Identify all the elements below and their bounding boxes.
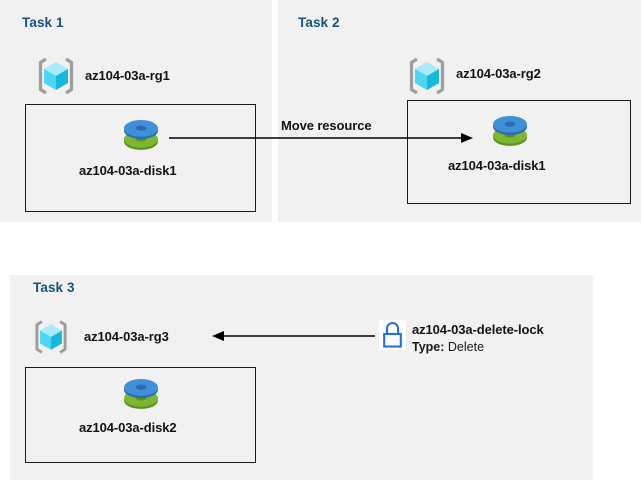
lock-type-label: Type: Delete xyxy=(412,340,484,354)
task-2-resource-box xyxy=(407,100,631,204)
task-3-title: Task 3 xyxy=(33,280,75,295)
resource-group-cube-icon xyxy=(31,317,71,357)
task-3-resource-box xyxy=(25,367,256,463)
task-1-resource-box xyxy=(25,104,256,212)
task-1-panel xyxy=(0,0,272,222)
lock-type-key: Type: xyxy=(412,340,445,354)
managed-disk-icon xyxy=(120,116,162,158)
task-1-resource-group-label: az104-03a-rg1 xyxy=(85,68,170,83)
task-3-resource-group-label: az104-03a-rg3 xyxy=(84,329,169,344)
lock-name-label: az104-03a-delete-lock xyxy=(412,322,544,337)
task-3-resource-label: az104-03a-disk2 xyxy=(79,420,177,435)
move-resource-edge-label: Move resource xyxy=(281,118,372,133)
task-1-resource-label: az104-03a-disk1 xyxy=(79,163,177,178)
task-1-title: Task 1 xyxy=(22,15,64,30)
resource-group-cube-icon xyxy=(34,54,78,98)
lock-type-value: Delete xyxy=(447,340,485,354)
padlock-icon xyxy=(379,320,406,350)
task-2-title: Task 2 xyxy=(298,15,340,30)
managed-disk-icon xyxy=(489,112,531,154)
task-2-resource-group-label: az104-03a-rg2 xyxy=(456,66,541,81)
task-2-panel xyxy=(278,0,641,222)
managed-disk-icon xyxy=(120,375,162,417)
task-3-panel xyxy=(10,275,593,480)
task-2-resource-label: az104-03a-disk1 xyxy=(448,158,546,173)
resource-group-cube-icon xyxy=(405,54,449,98)
